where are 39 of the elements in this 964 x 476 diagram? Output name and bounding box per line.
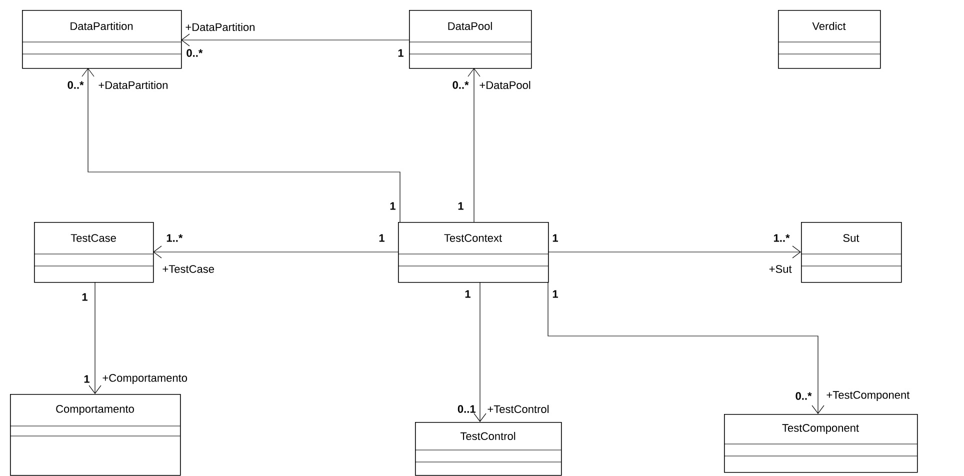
- class-box: DataPartition: [22, 10, 182, 69]
- class-box: Comportamento: [10, 394, 181, 476]
- class-box: Verdict: [778, 10, 881, 69]
- multiplicity: 1..*: [774, 234, 790, 242]
- class-box: TestControl: [414, 422, 562, 476]
- multiplicity: 1: [398, 49, 404, 57]
- class-box: TestContext: [398, 222, 549, 283]
- multiplicity: 1: [84, 375, 90, 383]
- class-box: DataPool: [408, 10, 532, 69]
- multiplicity: 1: [458, 202, 464, 210]
- multiplicity: 0..*: [796, 392, 812, 400]
- class-box: TestCase: [34, 222, 154, 283]
- association-arrow: [181, 34, 410, 46]
- role-name: +DataPartition: [98, 80, 168, 90]
- role-name: +TestControl: [488, 404, 549, 414]
- multiplicity: 0..*: [186, 49, 203, 57]
- association-arrow: [548, 282, 824, 414]
- class-box: TestComponent: [724, 414, 918, 473]
- association-arrow: [548, 246, 801, 258]
- multiplicity: 1: [379, 234, 384, 242]
- role-name: +DataPartition: [186, 22, 254, 32]
- association-arrow: [468, 68, 480, 222]
- multiplicity: 1: [552, 234, 558, 242]
- association-arrow: [88, 282, 102, 394]
- multiplicity: 1..*: [166, 234, 183, 242]
- multiplicity: 0..*: [452, 81, 469, 89]
- multiplicity: 1: [465, 290, 470, 298]
- multiplicity: 1: [82, 293, 88, 301]
- role-name: +TestComponent: [826, 391, 910, 401]
- multiplicity: 0..*: [68, 81, 84, 89]
- role-name: +DataPool: [480, 80, 530, 90]
- role-name: +Comportamento: [102, 374, 188, 384]
- class-box: Sut: [800, 222, 902, 283]
- multiplicity: 0..1: [458, 405, 476, 413]
- multiplicity: 1: [552, 290, 558, 298]
- association-arrow: [474, 282, 486, 422]
- association-arrow: [153, 246, 398, 258]
- multiplicity: 1: [390, 202, 396, 210]
- association-arrow: [82, 68, 400, 222]
